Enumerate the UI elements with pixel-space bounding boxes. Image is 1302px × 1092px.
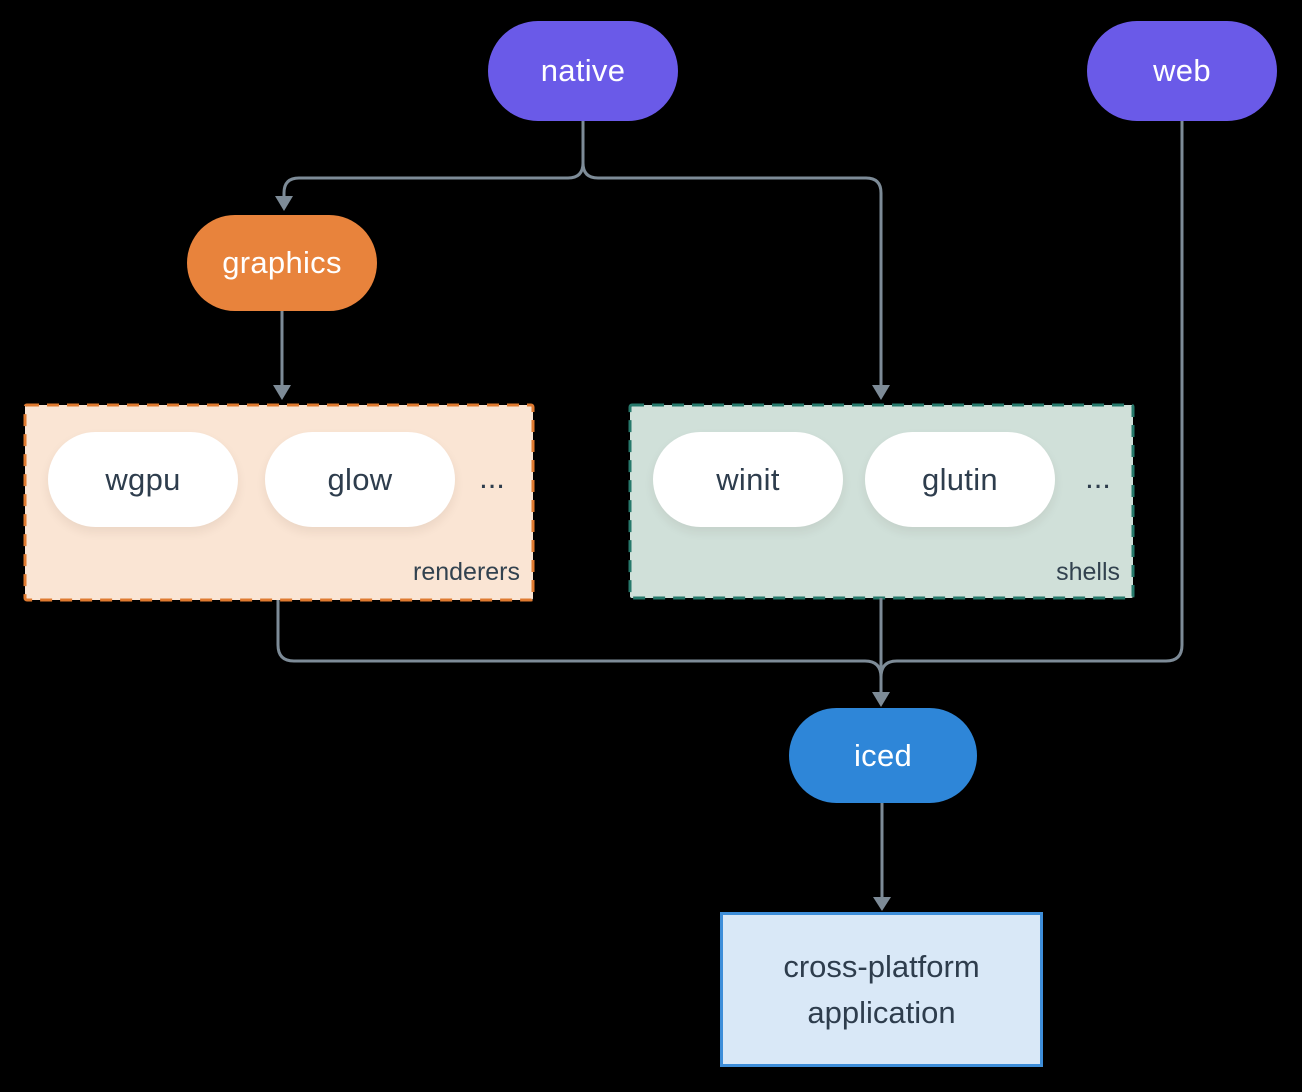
app-label-line1: cross-platform (783, 948, 980, 984)
node-graphics: graphics (187, 215, 377, 311)
node-winit-label: winit (716, 461, 780, 497)
edge-native-to-shells (581, 121, 883, 385)
node-glutin: glutin (865, 432, 1055, 527)
node-glow: glow (265, 432, 455, 527)
node-glutin-label: glutin (922, 461, 998, 497)
shells-group-label: shells (1056, 558, 1120, 586)
arrowhead-into-shells (872, 385, 890, 400)
node-web: web (1087, 21, 1277, 121)
renderers-ellipsis: ... (479, 460, 505, 495)
arrowhead-into-renderers (273, 385, 291, 400)
edge-web-to-iced (879, 121, 1184, 678)
arrowhead-into-app (873, 897, 891, 911)
edge-renderers-to-iced (276, 600, 883, 678)
app-label-line2: application (807, 994, 956, 1030)
node-native-label: native (540, 53, 626, 88)
shells-ellipsis: ... (1085, 460, 1111, 495)
edge-native-to-graphics (282, 121, 585, 196)
arrowhead-into-iced (872, 692, 890, 707)
node-native: native (488, 21, 678, 121)
node-winit: winit (653, 432, 843, 527)
node-wgpu-label: wgpu (105, 461, 181, 497)
node-cross-platform-application: cross-platform application (720, 912, 1043, 1067)
node-web-label: web (1153, 53, 1211, 88)
node-glow-label: glow (327, 461, 393, 497)
node-wgpu: wgpu (48, 432, 238, 527)
node-graphics-label: graphics (222, 245, 342, 280)
node-iced: iced (789, 708, 977, 803)
arrowhead-into-graphics (275, 196, 293, 211)
renderers-group-label: renderers (413, 558, 520, 586)
node-iced-label: iced (853, 737, 913, 773)
